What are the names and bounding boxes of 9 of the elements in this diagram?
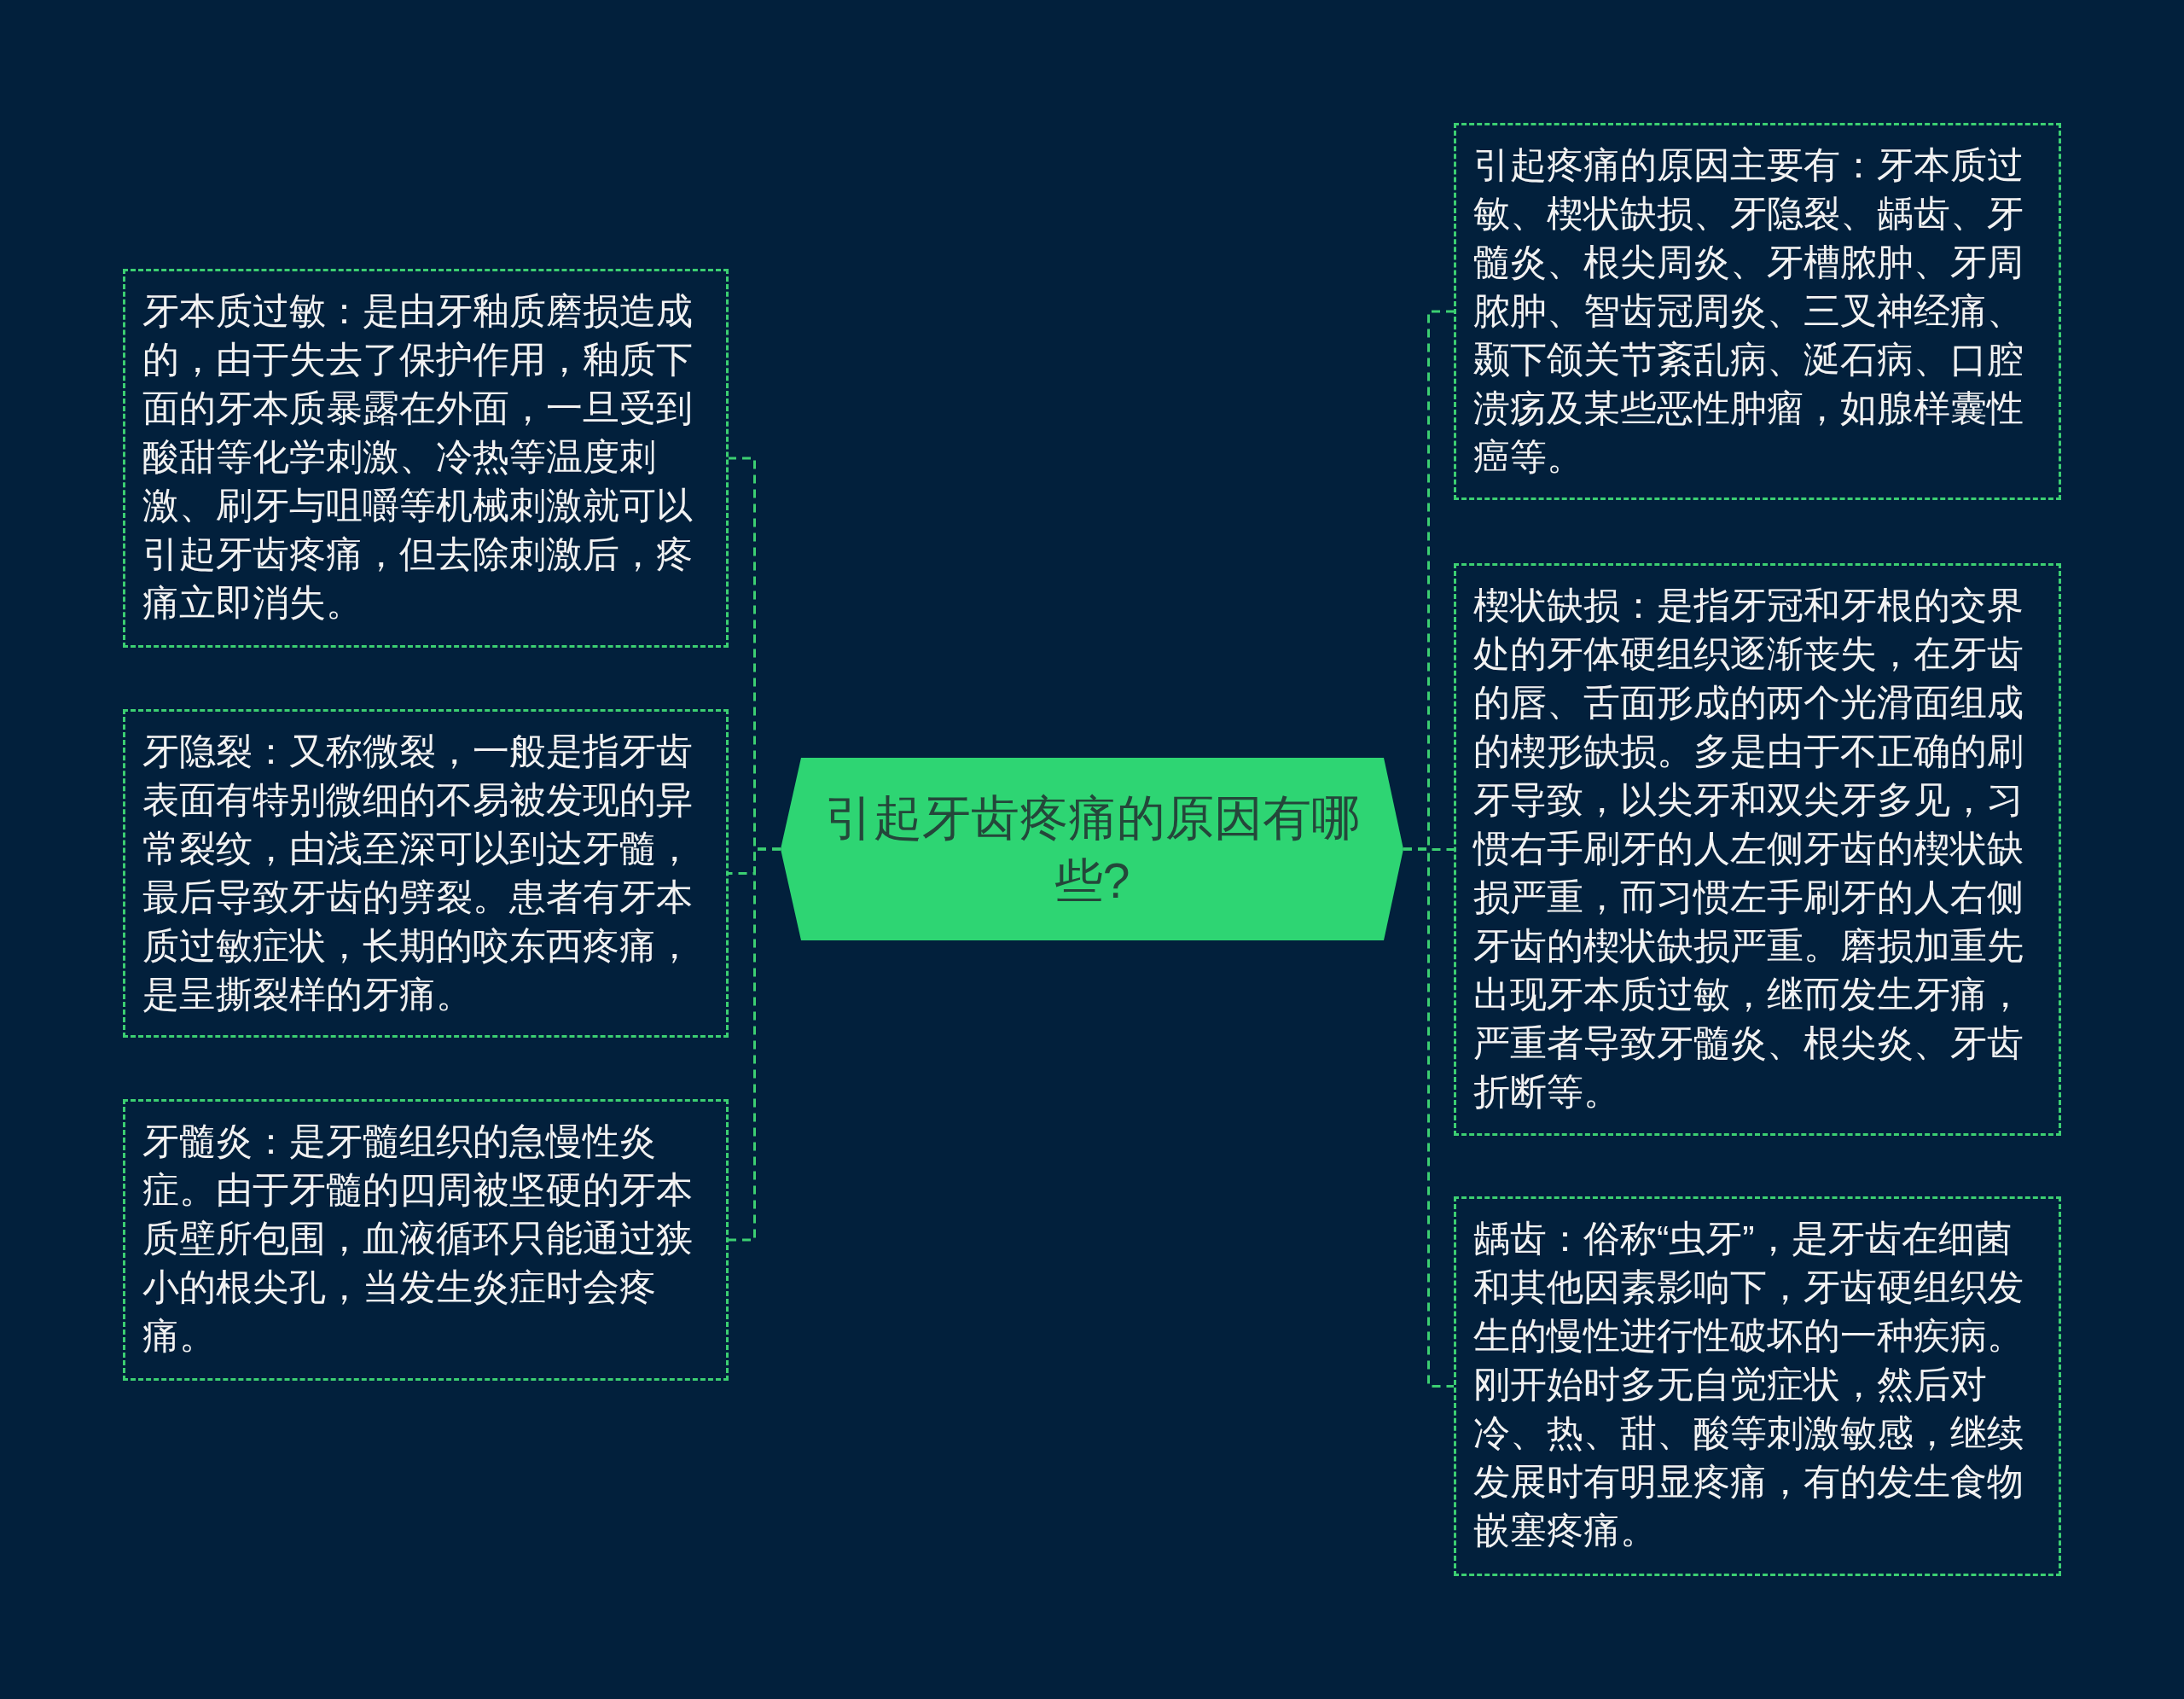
note-box: 牙髓炎：是牙髓组织的急慢性炎症。由于牙髓的四周被坚硬的牙本质壁所包围，血液循环只能通过狭小的根尖孔，当发生炎症时会疼痛。 xyxy=(123,1099,729,1381)
note-box: 牙本质过敏：是由牙釉质磨损造成的，由于失去了保护作用，釉质下面的牙本质暴露在外面，一旦受到酸甜等化学刺激、冷热等温度刺激、刷牙与咀嚼等机械刺激就可以引起牙齿疼痛，但去除刺激后，疼痛立即消失。 xyxy=(123,269,729,648)
note-box: 楔状缺损：是指牙冠和牙根的交界处的牙体硬组织逐渐丧失，在牙齿的唇、舌面形成的两个光滑面组成的楔形缺损。多是由于不正确的刷牙导致，以尖牙和双尖牙多见，习惯右手刷牙的人左侧牙齿的楔状缺损严重，而习惯左手刷牙的人右侧牙齿的楔状缺损严重。磨损加重先出现牙本质过敏，继而发生牙痛，严重者导致牙髓炎、根尖炎、牙齿折断等。 xyxy=(1454,563,2061,1136)
connector-line xyxy=(729,847,781,1242)
note-box: 引起疼痛的原因主要有：牙本质过敏、楔状缺损、牙隐裂、龋齿、牙髓炎、根尖周炎、牙槽脓肿、牙周脓肿、智齿冠周炎、三叉神经痛、颞下颌关节紊乱病、涎石病、口腔溃疡及某些恶性肿瘤，如腺样囊性癌等。 xyxy=(1454,123,2061,500)
topic-hexagon: 引起牙齿疼痛的原因有哪些? xyxy=(781,758,1403,940)
note-box: 牙隐裂：又称微裂，一般是指牙齿表面有特别微细的不易被发现的异常裂纹，由浅至深可以到达牙髓，最后导致牙齿的劈裂。患者有牙本质过敏症状，长期的咬东西疼痛，是呈撕裂样的牙痛。 xyxy=(123,709,729,1038)
note-box: 龋齿：俗称“虫牙”，是牙齿在细菌和其他因素影响下，牙齿硬组织发生的慢性进行性破坏的一种疾病。刚开始时多无自觉症状，然后对冷、热、甜、酸等刺激敏感，继续发展时有明显疼痛，有的发生食物嵌塞疼痛。 xyxy=(1454,1196,2061,1576)
connector-line xyxy=(1403,847,1454,1388)
